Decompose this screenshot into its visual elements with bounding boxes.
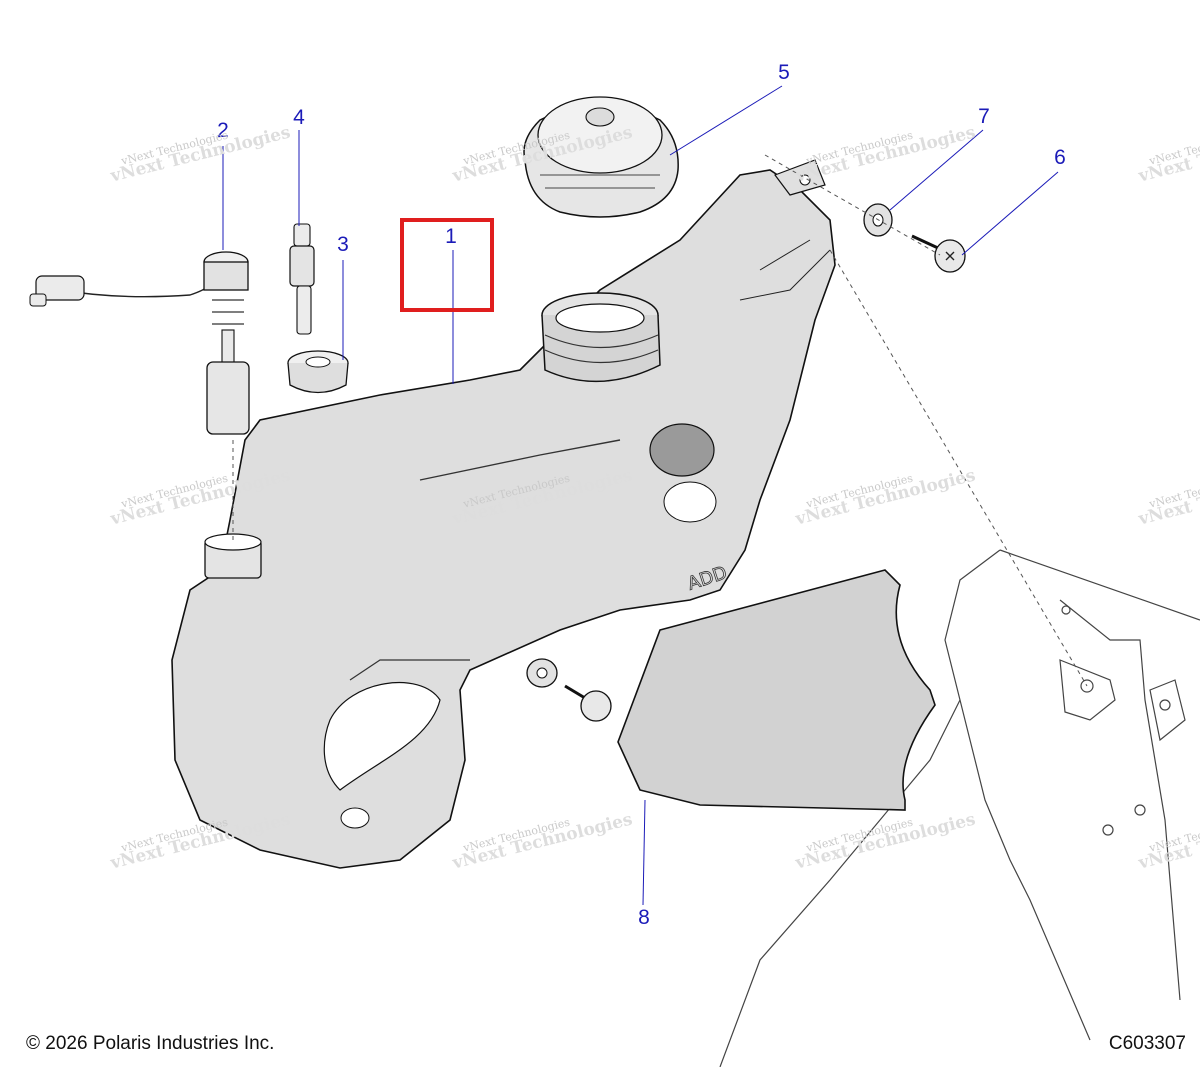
fuel-sender (29, 251, 250, 540)
fuel-cap (523, 96, 679, 218)
callout-6: 6 (1054, 146, 1066, 169)
leader-lines (222, 85, 1059, 906)
callout-7: 7 (978, 105, 990, 128)
callout-5: 5 (778, 61, 790, 84)
grommet (287, 350, 349, 394)
fuel-tank: ADD (171, 169, 836, 869)
callout-8: 8 (638, 906, 650, 929)
highlight-box (400, 218, 494, 312)
shield-washer (526, 658, 558, 688)
shield-screw (564, 684, 612, 722)
callout-2: 2 (217, 119, 229, 142)
callout-1: 1 (445, 225, 457, 248)
frame-outline (719, 549, 1200, 1067)
screw (911, 234, 966, 273)
mounting-tab (774, 159, 826, 196)
vent-fitting (289, 223, 315, 335)
heat-shield (617, 569, 936, 811)
callout-4: 4 (293, 106, 305, 129)
callout-3: 3 (337, 233, 349, 256)
copyright-text: © 2026 Polaris Industries Inc. (26, 1033, 275, 1054)
diagram-code: C603307 (1108, 1033, 1186, 1054)
